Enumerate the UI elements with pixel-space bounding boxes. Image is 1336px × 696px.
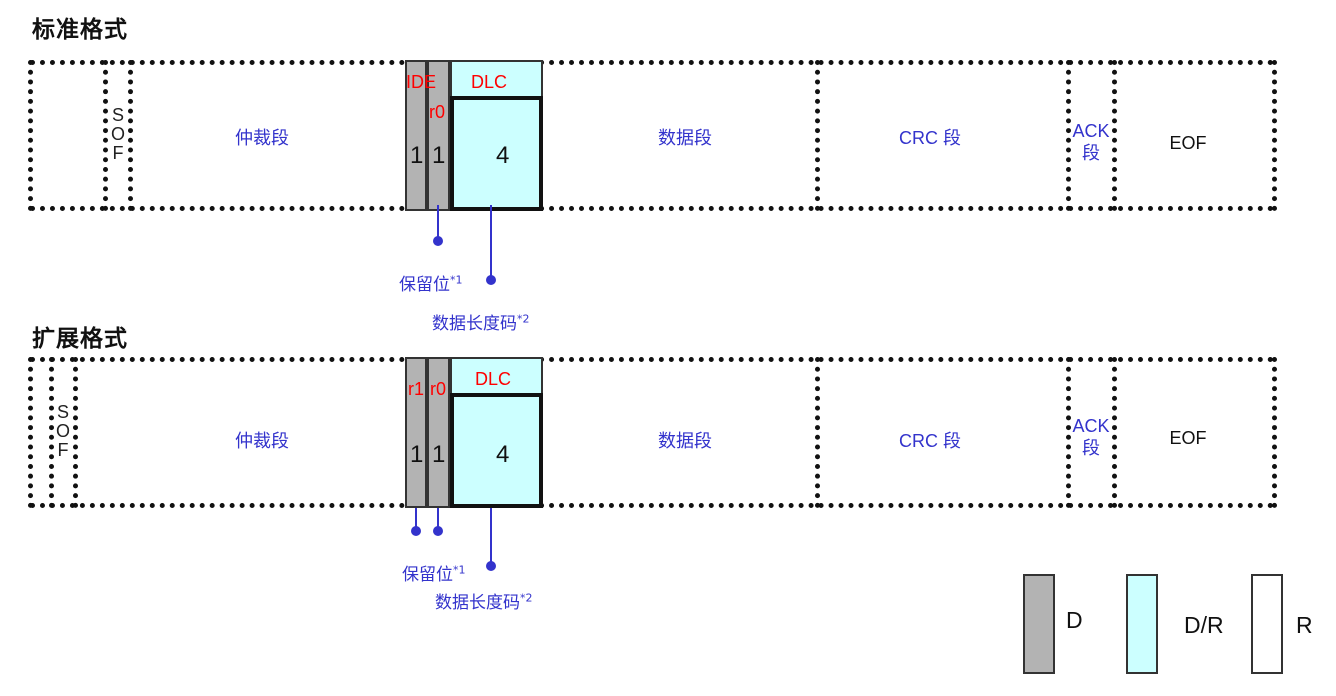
r1-bit-count: 1 — [410, 441, 424, 468]
divider-sof-left — [49, 357, 54, 508]
divider-start — [28, 357, 33, 508]
ack-label-line: ACK — [1072, 416, 1110, 436]
dlc-note-mark: *2 — [520, 591, 533, 605]
ack-field-label: ACK 段 — [1072, 415, 1109, 459]
divider-data-right — [815, 357, 820, 508]
dlc-ext-callout-dot — [486, 561, 496, 571]
ack-label-line: 段 — [1081, 438, 1100, 458]
frame-top-border — [30, 357, 1274, 362]
sof-letter: S — [56, 402, 69, 422]
r0-field-label: r0 — [429, 102, 446, 122]
ack-label-line: ACK — [1072, 121, 1110, 141]
reserved-bit-callout-dot — [433, 236, 443, 246]
legend-label-dominant: D — [1066, 607, 1083, 633]
reserved-r0-callout-dot — [433, 526, 443, 536]
ide-bit-cell — [405, 60, 427, 211]
reserved-r1-callout-dot — [411, 526, 421, 536]
r0-bit-cell — [427, 357, 450, 508]
ack-label-line: 段 — [1081, 143, 1100, 163]
divider-sof-left — [103, 60, 108, 211]
eof-field-label: EOF — [1169, 133, 1207, 153]
sof-letter: S — [111, 105, 124, 125]
divider-crc-right — [1066, 357, 1071, 508]
sof-letter: O — [110, 124, 125, 144]
reserved-bit-note-text: 保留位 — [402, 565, 453, 585]
data-field-label: 数据段 — [658, 431, 712, 451]
ide-bit-count: 1 — [410, 142, 424, 169]
crc-field-label: CRC 段 — [899, 128, 961, 148]
r0-bit-count: 1 — [432, 441, 446, 468]
reserved-bit-note-text: 保留位 — [399, 275, 450, 295]
reserved-bit-note: 保留位*1 — [399, 270, 463, 295]
ide-field-label: IDE — [406, 72, 437, 92]
dlc-note-mark: *2 — [517, 312, 530, 326]
dlc-field-label: DLC — [471, 72, 508, 92]
dlc-bit-count: 4 — [496, 142, 510, 169]
dlc-bit-count: 4 — [496, 441, 510, 468]
legend-label-recessive: R — [1296, 612, 1313, 638]
divider-crc-right — [1066, 60, 1071, 211]
arbitration-field-label: 仲裁段 — [235, 128, 289, 148]
sof-field: S O F — [108, 106, 128, 163]
frame-bottom-border — [30, 503, 1274, 508]
r0-field-label: r0 — [430, 379, 447, 399]
divider-sof-right — [73, 357, 78, 508]
dlc-bits-cell — [450, 96, 543, 211]
divider-ack-right — [1112, 60, 1117, 211]
ack-field-label: ACK 段 — [1072, 120, 1109, 164]
divider-sof-right — [128, 60, 133, 211]
legend-label-dominant-or-recessive: D/R — [1184, 612, 1224, 638]
crc-field-label: CRC 段 — [899, 431, 961, 451]
r1-field-label: r1 — [408, 379, 425, 399]
data-field-label: 数据段 — [658, 128, 712, 148]
sof-letter: F — [112, 143, 124, 163]
frame-top-border — [30, 60, 1274, 65]
heading-extended-format: 扩展格式 — [32, 326, 128, 352]
divider-end — [1272, 60, 1277, 211]
dlc-note-text: 数据长度码 — [435, 593, 520, 613]
dlc-note-ext: 数据长度码*2 — [435, 588, 533, 613]
heading-standard-format: 标准格式 — [32, 17, 128, 43]
arbitration-field-label: 仲裁段 — [235, 431, 289, 451]
dlc-header-cell — [450, 60, 543, 98]
dlc-note: 数据长度码*2 — [432, 309, 530, 334]
reserved-bit-note-mark: *1 — [453, 563, 466, 577]
sof-field: S O F — [53, 403, 73, 460]
r0-bit-count: 1 — [432, 142, 446, 169]
legend-swatch-recessive — [1251, 574, 1283, 674]
legend-swatch-dominant-or-recessive — [1126, 574, 1158, 674]
divider-start — [28, 60, 33, 211]
divider-ack-right — [1112, 357, 1117, 508]
divider-end — [1272, 357, 1277, 508]
sof-letter: F — [57, 440, 69, 460]
dlc-note-text: 数据长度码 — [432, 314, 517, 334]
reserved-bit-note-mark: *1 — [450, 273, 463, 287]
dlc-callout-dot — [486, 275, 496, 285]
standard-frame: S O F 仲裁段 IDE r0 DLC 1 1 4 数据段 CRC 段 ACK… — [28, 60, 1277, 211]
sof-letter: O — [55, 421, 70, 441]
dlc-header-cell — [450, 357, 543, 395]
dlc-field-label: DLC — [475, 369, 512, 389]
divider-data-right — [815, 60, 820, 211]
frame-bottom-border — [30, 206, 1274, 211]
reserved-bit-note-ext: 保留位*1 — [402, 560, 466, 585]
legend-swatch-dominant — [1023, 574, 1055, 674]
extended-frame: S O F 仲裁段 r1 r0 DLC 1 1 4 数据段 CRC 段 ACK … — [28, 357, 1277, 508]
dlc-bits-cell — [450, 393, 543, 508]
r1-bit-cell — [405, 357, 427, 508]
eof-field-label: EOF — [1169, 428, 1207, 448]
